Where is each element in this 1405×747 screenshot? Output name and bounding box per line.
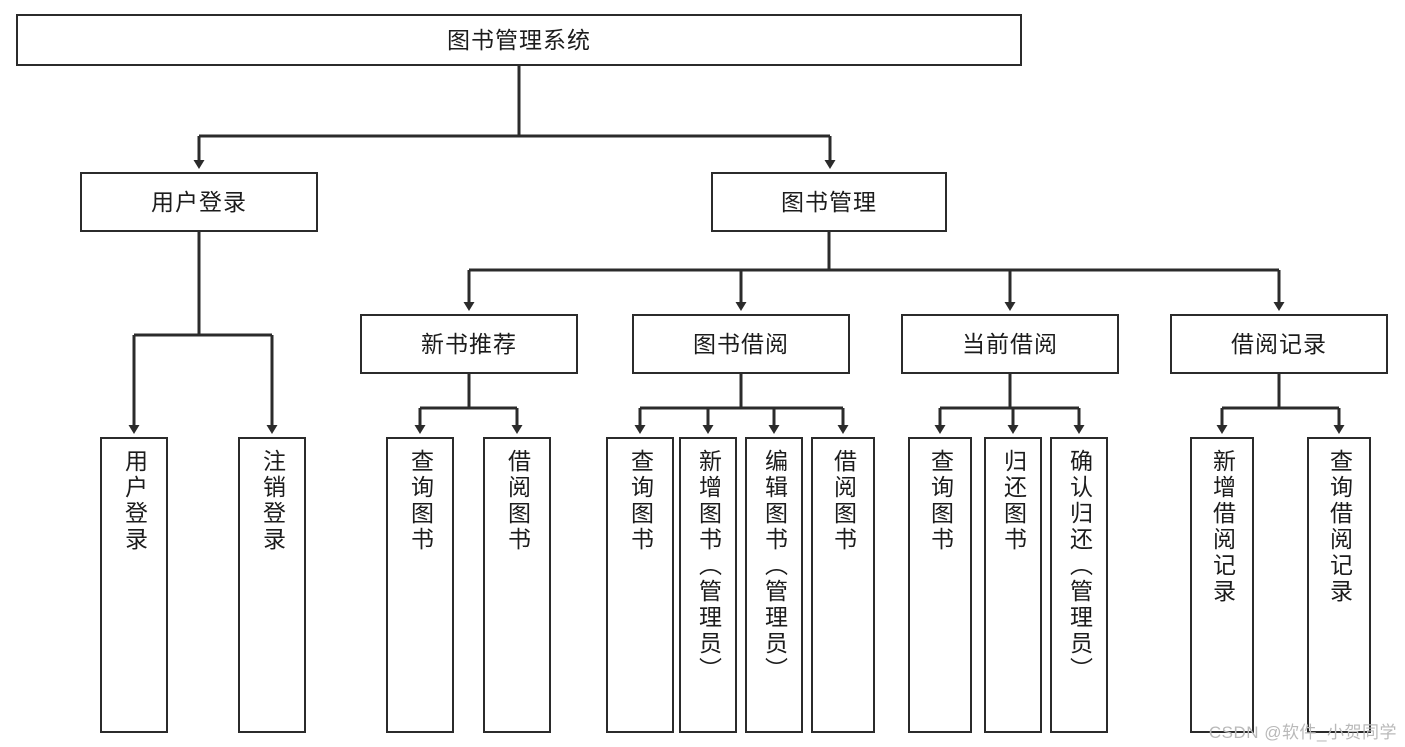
leaf-add-borrow-record[interactable]: 新增借阅记录 (1190, 437, 1254, 733)
leaf-query-book-current[interactable]: 查询图书 (908, 437, 972, 733)
leaf-edit-book-label: 编辑图书（管理员） (761, 449, 788, 683)
leaf-borrow-book[interactable]: 借阅图书 (811, 437, 875, 733)
leaf-user-login[interactable]: 用户登录 (100, 437, 168, 733)
edge-new-book-recommend-to-leaves (414, 374, 523, 434)
edge-book-borrow-to-leaves (634, 374, 849, 434)
node-user-login-label: 用户登录 (151, 188, 247, 215)
edge-user-login-to-leaves (128, 232, 278, 434)
node-book-borrow[interactable]: 图书借阅 (632, 314, 850, 374)
node-book-management[interactable]: 图书管理 (711, 172, 947, 232)
leaf-confirm-return[interactable]: 确认归还（管理员） (1050, 437, 1108, 733)
leaf-query-book-recommend-label: 查询图书 (407, 449, 434, 553)
edge-current-borrow-to-leaves (934, 374, 1085, 434)
leaf-return-book-label: 归还图书 (1000, 449, 1027, 553)
leaf-query-book-borrow-label: 查询图书 (627, 449, 654, 553)
edge-root-to-level2 (193, 66, 836, 169)
node-book-management-label: 图书管理 (781, 188, 877, 215)
edge-book-management-to-level3 (463, 232, 1285, 311)
leaf-add-borrow-record-label: 新增借阅记录 (1209, 449, 1236, 605)
leaf-borrow-book-recommend-label: 借阅图书 (504, 449, 531, 553)
leaf-borrow-book-recommend[interactable]: 借阅图书 (483, 437, 551, 733)
node-new-book-recommend[interactable]: 新书推荐 (360, 314, 578, 374)
leaf-edit-book[interactable]: 编辑图书（管理员） (745, 437, 803, 733)
leaf-query-borrow-record[interactable]: 查询借阅记录 (1307, 437, 1371, 733)
csdn-watermark: CSDN @软件_小贺同学 (1208, 723, 1397, 742)
node-root[interactable]: 图书管理系统 (16, 14, 1022, 66)
leaf-logout-label: 注销登录 (259, 449, 286, 553)
leaf-add-book-label: 新增图书（管理员） (695, 449, 722, 683)
leaf-add-book[interactable]: 新增图书（管理员） (679, 437, 737, 733)
leaf-logout[interactable]: 注销登录 (238, 437, 306, 733)
leaf-confirm-return-label: 确认归还（管理员） (1066, 449, 1093, 683)
node-borrow-record[interactable]: 借阅记录 (1170, 314, 1388, 374)
edge-borrow-record-to-leaves (1216, 374, 1345, 434)
node-root-label: 图书管理系统 (447, 26, 591, 53)
node-current-borrow[interactable]: 当前借阅 (901, 314, 1119, 374)
node-user-login[interactable]: 用户登录 (80, 172, 318, 232)
leaf-borrow-book-label: 借阅图书 (830, 449, 857, 553)
leaf-user-login-label: 用户登录 (121, 449, 148, 553)
leaf-query-book-borrow[interactable]: 查询图书 (606, 437, 674, 733)
leaf-return-book[interactable]: 归还图书 (984, 437, 1042, 733)
node-borrow-record-label: 借阅记录 (1231, 330, 1327, 357)
node-book-borrow-label: 图书借阅 (693, 330, 789, 357)
leaf-query-borrow-record-label: 查询借阅记录 (1326, 449, 1353, 605)
node-current-borrow-label: 当前借阅 (962, 330, 1058, 357)
leaf-query-book-current-label: 查询图书 (927, 449, 954, 553)
node-new-book-recommend-label: 新书推荐 (421, 330, 517, 357)
leaf-query-book-recommend[interactable]: 查询图书 (386, 437, 454, 733)
